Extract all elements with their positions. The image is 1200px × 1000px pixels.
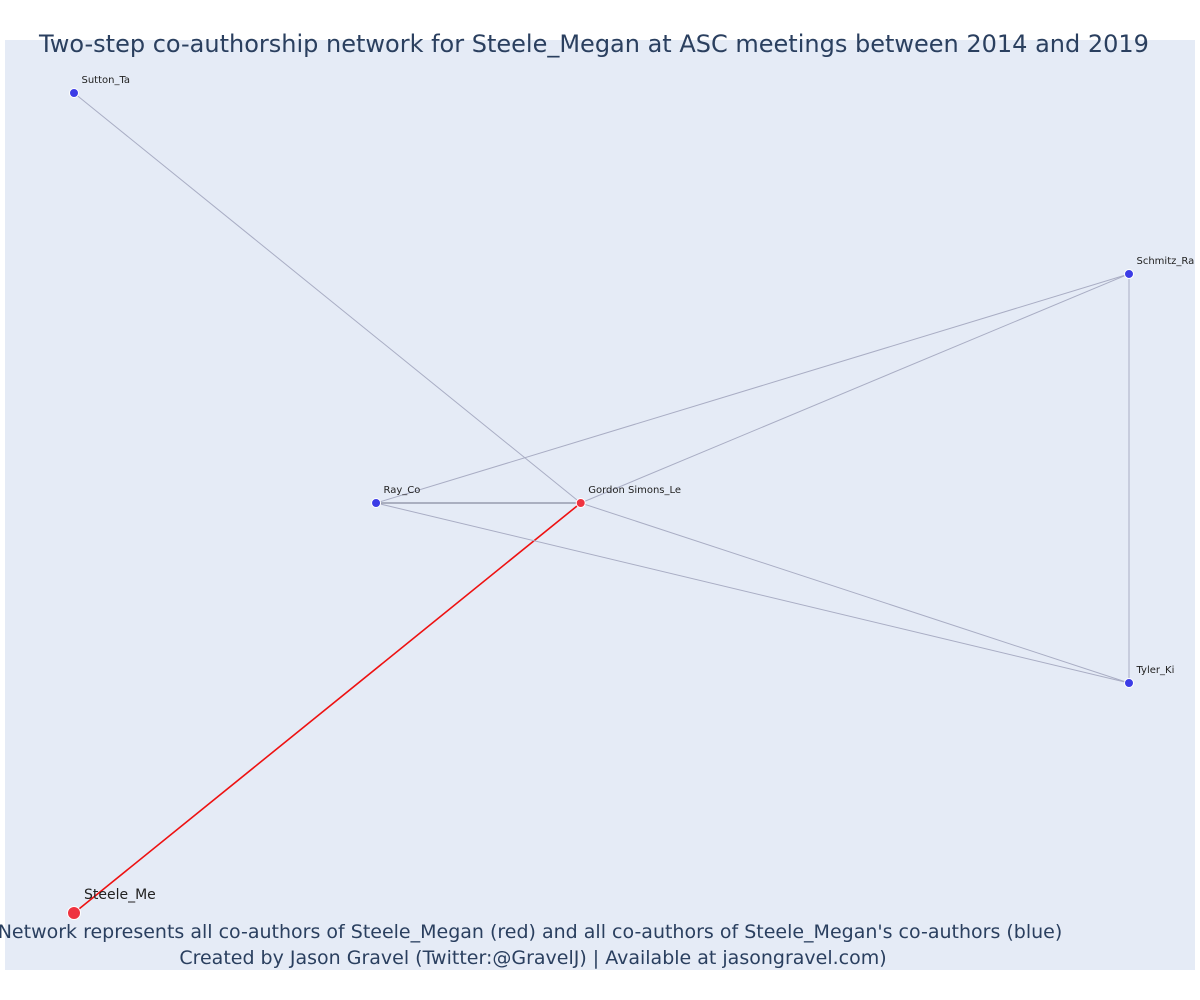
edge-1: [73, 92, 582, 504]
edge-6: [580, 502, 1130, 684]
node-1[interactable]: [575, 498, 586, 508]
edges-layer: [73, 92, 1130, 914]
node-label-1: Gordon Simons_Le: [588, 485, 681, 496]
caption-line-1: Network represents all co-authors of Ste…: [0, 921, 1062, 943]
edge-3: [375, 273, 1130, 504]
node-0[interactable]: [67, 906, 81, 920]
caption-line-2: Created by Jason Gravel (Twitter:@Gravel…: [179, 947, 886, 969]
node-4[interactable]: [1124, 268, 1134, 279]
edge-4: [375, 502, 1130, 684]
edge-5: [580, 273, 1130, 504]
node-label-5: Tyler_Ki: [1136, 665, 1175, 676]
node-label-0: Steele_Me: [84, 887, 156, 903]
node-label-3: Sutton_Ta: [82, 75, 131, 86]
node-2[interactable]: [371, 498, 382, 508]
node-label-4: Schmitz_Ra: [1137, 256, 1195, 267]
chart-title: Two-step co-authorship network for Steel…: [38, 30, 1149, 58]
plot-background: [5, 40, 1195, 970]
node-label-2: Ray_Co: [384, 485, 421, 496]
node-3[interactable]: [69, 88, 79, 98]
node-5[interactable]: [1124, 677, 1134, 688]
nodes-layer: Steele_Me Gordon Simons_Le Ray_Co Sutton_Ta…: [67, 75, 1195, 920]
edge-0: [73, 502, 582, 914]
